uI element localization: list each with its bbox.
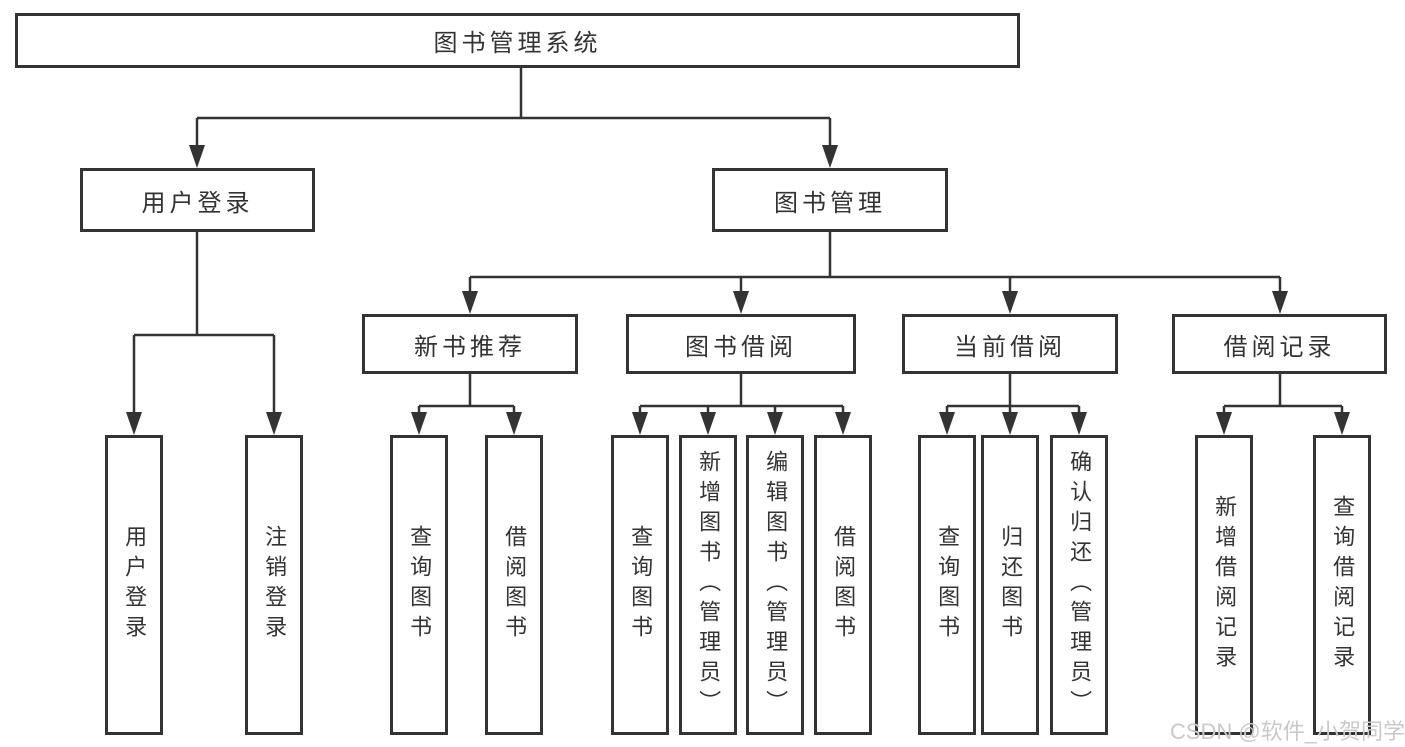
leaf-rec-borrow-books: 借阅图书 xyxy=(485,435,543,735)
leaf-label: 新增图书（管理员） xyxy=(696,450,722,720)
arrowhead xyxy=(506,412,522,435)
leaf-borrow-borrow-books: 借阅图书 xyxy=(814,435,872,735)
leaf-rec-query-books: 查询图书 xyxy=(390,435,448,735)
connector-new-book-rec-to-leaves xyxy=(411,374,522,435)
connector-book-mgmt-to-level3 xyxy=(462,232,1288,314)
arrowhead xyxy=(632,412,648,435)
node-book-borrowing: 图书借阅 xyxy=(626,314,856,374)
leaf-borrow-query-books: 查询图书 xyxy=(611,435,669,735)
connector-user-login-to-leaves xyxy=(126,232,282,435)
leaf-label: 归还图书 xyxy=(998,525,1024,645)
leaf-borrow-edit-books-admin: 编辑图书（管理员） xyxy=(746,435,804,735)
arrowhead xyxy=(1216,412,1232,435)
connector-borrow-records-to-leaves xyxy=(1216,374,1350,435)
arrowhead xyxy=(1002,412,1018,435)
leaf-label: 查询图书 xyxy=(935,525,961,645)
arrowhead xyxy=(733,291,749,314)
arrowhead xyxy=(700,412,716,435)
arrowhead xyxy=(767,412,783,435)
arrowhead xyxy=(411,412,427,435)
leaf-label: 编辑图书（管理员） xyxy=(763,450,789,720)
leaf-label: 用户登录 xyxy=(122,525,148,645)
arrowhead xyxy=(1071,412,1087,435)
node-user-login: 用户登录 xyxy=(80,168,315,232)
leaf-user-login: 用户登录 xyxy=(105,435,163,735)
arrowhead xyxy=(835,412,851,435)
node-book-management: 图书管理 xyxy=(712,168,948,232)
node-current-borrowing: 当前借阅 xyxy=(902,314,1118,374)
arrowhead xyxy=(462,291,478,314)
node-library-management-system: 图书管理系统 xyxy=(15,13,1020,68)
leaf-borrow-add-books-admin: 新增图书（管理员） xyxy=(679,435,737,735)
arrowhead xyxy=(189,145,205,168)
leaf-label: 查询图书 xyxy=(628,525,654,645)
node-borrowing-records: 借阅记录 xyxy=(1172,314,1387,374)
arrowhead xyxy=(1002,291,1018,314)
leaf-label: 借阅图书 xyxy=(502,525,528,645)
csdn-watermark: CSDN @软件_小贺同学 xyxy=(1169,719,1405,744)
leaf-label: 查询图书 xyxy=(407,525,433,645)
leaf-label: 新增借阅记录 xyxy=(1212,495,1238,675)
leaf-label: 注销登录 xyxy=(262,525,288,645)
arrowhead xyxy=(822,145,838,168)
leaf-label: 查询借阅记录 xyxy=(1330,495,1356,675)
node-new-book-recommendation: 新书推荐 xyxy=(362,314,578,374)
arrowhead xyxy=(126,412,142,435)
connector-current-borrow-to-leaves xyxy=(939,374,1087,435)
arrowhead xyxy=(1272,291,1288,314)
leaf-current-return-books: 归还图书 xyxy=(981,435,1039,735)
leaf-label: 确认归还（管理员） xyxy=(1067,450,1093,720)
arrowhead xyxy=(266,412,282,435)
leaf-logout: 注销登录 xyxy=(245,435,303,735)
arrowhead xyxy=(939,412,955,435)
leaf-records-add-record: 新增借阅记录 xyxy=(1195,435,1253,735)
connector-book-borrow-to-leaves xyxy=(632,374,851,435)
leaf-records-query-record: 查询借阅记录 xyxy=(1313,435,1371,735)
leaf-current-confirm-return-admin: 确认归还（管理员） xyxy=(1050,435,1108,735)
arrowhead xyxy=(1334,412,1350,435)
connector-root-to-level2 xyxy=(189,68,838,168)
leaf-current-query-books: 查询图书 xyxy=(918,435,976,735)
leaf-label: 借阅图书 xyxy=(831,525,857,645)
